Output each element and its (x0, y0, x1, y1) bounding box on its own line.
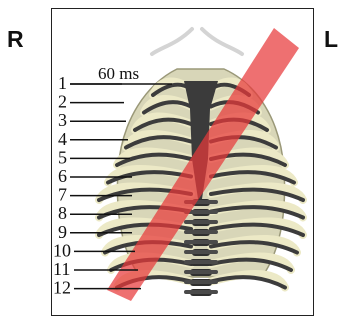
rib-number-9: 9 (58, 222, 67, 242)
rib-number-8: 8 (58, 203, 67, 223)
vertebra-process (184, 220, 218, 224)
rib-number-11: 11 (53, 259, 70, 279)
rib-number-5: 5 (58, 147, 67, 167)
vertebra-process (184, 240, 218, 244)
vertebra-process (184, 290, 218, 294)
rib-number-10: 10 (53, 240, 71, 260)
left-side-label: L (324, 26, 338, 53)
rib-number-7: 7 (58, 185, 67, 205)
rib-number-4: 4 (58, 129, 67, 149)
vertebra-process (184, 260, 218, 264)
rib-number-3: 3 (58, 110, 67, 130)
rib-number-12: 12 (53, 278, 71, 298)
vertebra-process (184, 250, 218, 254)
vertebra-process (184, 270, 218, 274)
clavicles (152, 29, 242, 54)
time-label: 60 ms (98, 64, 139, 83)
vertebra-process (184, 230, 218, 234)
rib-number-6: 6 (58, 166, 67, 186)
right-side-label: R (7, 26, 24, 53)
vertebra-process (184, 280, 218, 284)
rib-number-1: 1 (58, 73, 67, 93)
rib-number-2: 2 (58, 92, 67, 112)
